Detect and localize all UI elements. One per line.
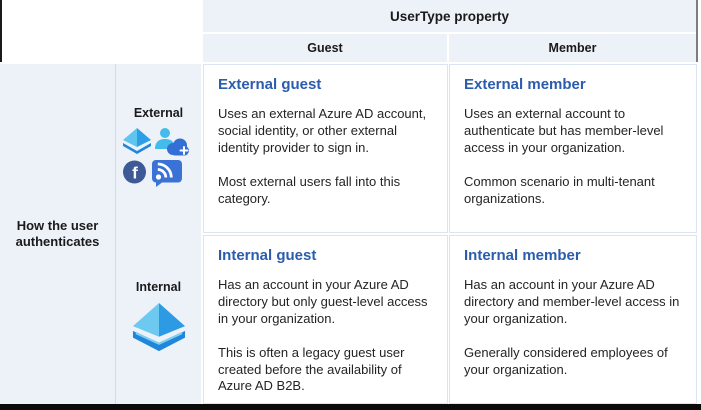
table-left-border — [0, 0, 2, 62]
cell-paragraph: Uses an external account to authenticate… — [464, 106, 664, 155]
axis-label: How the user authenticates — [0, 218, 115, 251]
rss-icon — [152, 160, 182, 187]
cell-paragraph: Common scenario in multi-tenant organiza… — [464, 173, 655, 206]
cell-external-guest: External guest Uses an external Azure AD… — [203, 64, 448, 233]
cell-internal-member: Internal member Has an account in your A… — [449, 235, 697, 404]
cell-internal-guest: Internal guest Has an account in your Az… — [203, 235, 448, 404]
cell-title: Internal guest — [218, 247, 317, 264]
facebook-icon: f — [123, 160, 146, 184]
cell-paragraph: This is often a legacy guest user create… — [218, 344, 405, 394]
cell-external-member: External member Uses an external account… — [449, 64, 697, 233]
external-user-cloud-icon — [155, 128, 189, 156]
row-header-external: External — [133, 106, 184, 120]
cell-paragraph: Most external users fall into this categ… — [218, 173, 401, 206]
cell-paragraph: Generally considered employees of your o… — [464, 344, 668, 377]
cell-paragraph: Uses an external Azure AD account, socia… — [218, 106, 427, 155]
azure-ad-small-icon — [123, 128, 151, 154]
header-title-text: UserType property — [389, 8, 510, 24]
svg-text:f: f — [132, 164, 138, 183]
cell-paragraph: Has an account in your Azure AD director… — [464, 277, 680, 326]
column-header-guest-text: Guest — [307, 41, 343, 55]
azure-ad-icon — [129, 302, 189, 361]
axis-label-line2: authenticates — [15, 234, 100, 250]
column-header-member: Member — [449, 34, 696, 62]
cell-title: Internal member — [464, 247, 581, 264]
header-usertype-property: UserType property — [203, 0, 696, 32]
row-header-internal: Internal — [135, 280, 182, 294]
external-icons-cluster: f — [121, 126, 189, 192]
authentication-axis-panel: How the user authenticates External — [0, 64, 201, 404]
column-header-guest: Guest — [203, 34, 447, 62]
header-right-border — [696, 0, 698, 62]
cell-paragraph: Has an account in your Azure AD director… — [218, 277, 428, 326]
cell-title: External guest — [218, 76, 322, 93]
axis-label-line1: How the user — [16, 218, 99, 233]
column-header-member-text: Member — [548, 41, 597, 55]
table-bottom-border — [0, 404, 701, 410]
axis-divider — [115, 64, 116, 404]
cell-title: External member — [464, 76, 586, 93]
